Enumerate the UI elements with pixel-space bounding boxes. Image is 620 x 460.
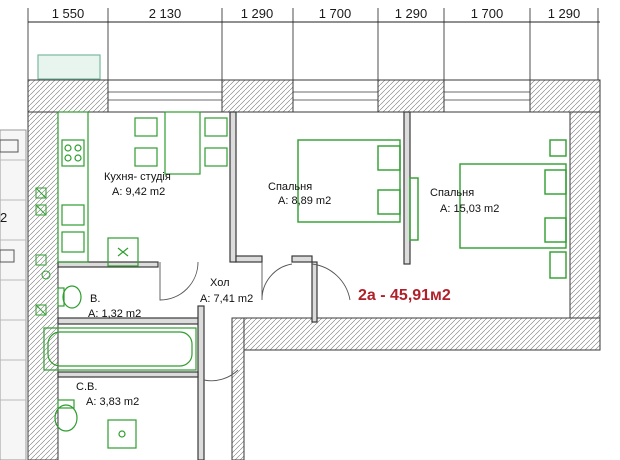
stair-label: 2: [0, 210, 7, 225]
doors: [159, 261, 351, 382]
bathroom-area: А: 3,83 m2: [86, 396, 139, 408]
bed-bedroom-1: [297, 139, 401, 223]
dimension-line: 1 550 2 130 1 290 1 700 1 290 1 700 1 29…: [27, 6, 600, 80]
dim-6: 1 700: [471, 6, 504, 21]
hall-area: А: 7,41 m2: [200, 293, 253, 305]
staircase: 2: [0, 129, 27, 460]
dim-2: 2 130: [149, 6, 182, 21]
bathroom-fixtures: [43, 327, 197, 449]
dim-3: 1 290: [241, 6, 274, 21]
hall-name: Хол: [210, 277, 230, 289]
bedroom-2-area: А: 15,03 m2: [440, 203, 499, 215]
kitchen-name: Кухня- студія: [104, 171, 171, 183]
balcony: [37, 54, 101, 80]
dim-1: 1 550: [52, 6, 85, 21]
external-walls: [27, 79, 601, 460]
wc-name: В.: [90, 293, 100, 305]
wc-area: А: 1,32 m2: [88, 308, 141, 320]
kitchen-furniture: [57, 111, 228, 267]
room-labels: Кухня- студія А: 9,42 m2 Спальня А: 8,89…: [76, 171, 499, 408]
bedroom-1-name: Спальня: [268, 181, 312, 193]
bedroom-2-name: Спальня: [430, 187, 474, 199]
dim-4: 1 700: [319, 6, 352, 21]
bedroom-1-area: А: 8,89 m2: [278, 195, 331, 207]
dim-7: 1 290: [548, 6, 581, 21]
bathroom-name: С.В.: [76, 381, 97, 393]
apartment-total: 2а - 45,91м2: [358, 287, 451, 304]
wc-fixtures: [57, 285, 82, 309]
bed-bedroom-2: [409, 139, 567, 279]
dim-5: 1 290: [395, 6, 428, 21]
kitchen-area: А: 9,42 m2: [112, 186, 165, 198]
ventilation-marks: [35, 187, 51, 316]
